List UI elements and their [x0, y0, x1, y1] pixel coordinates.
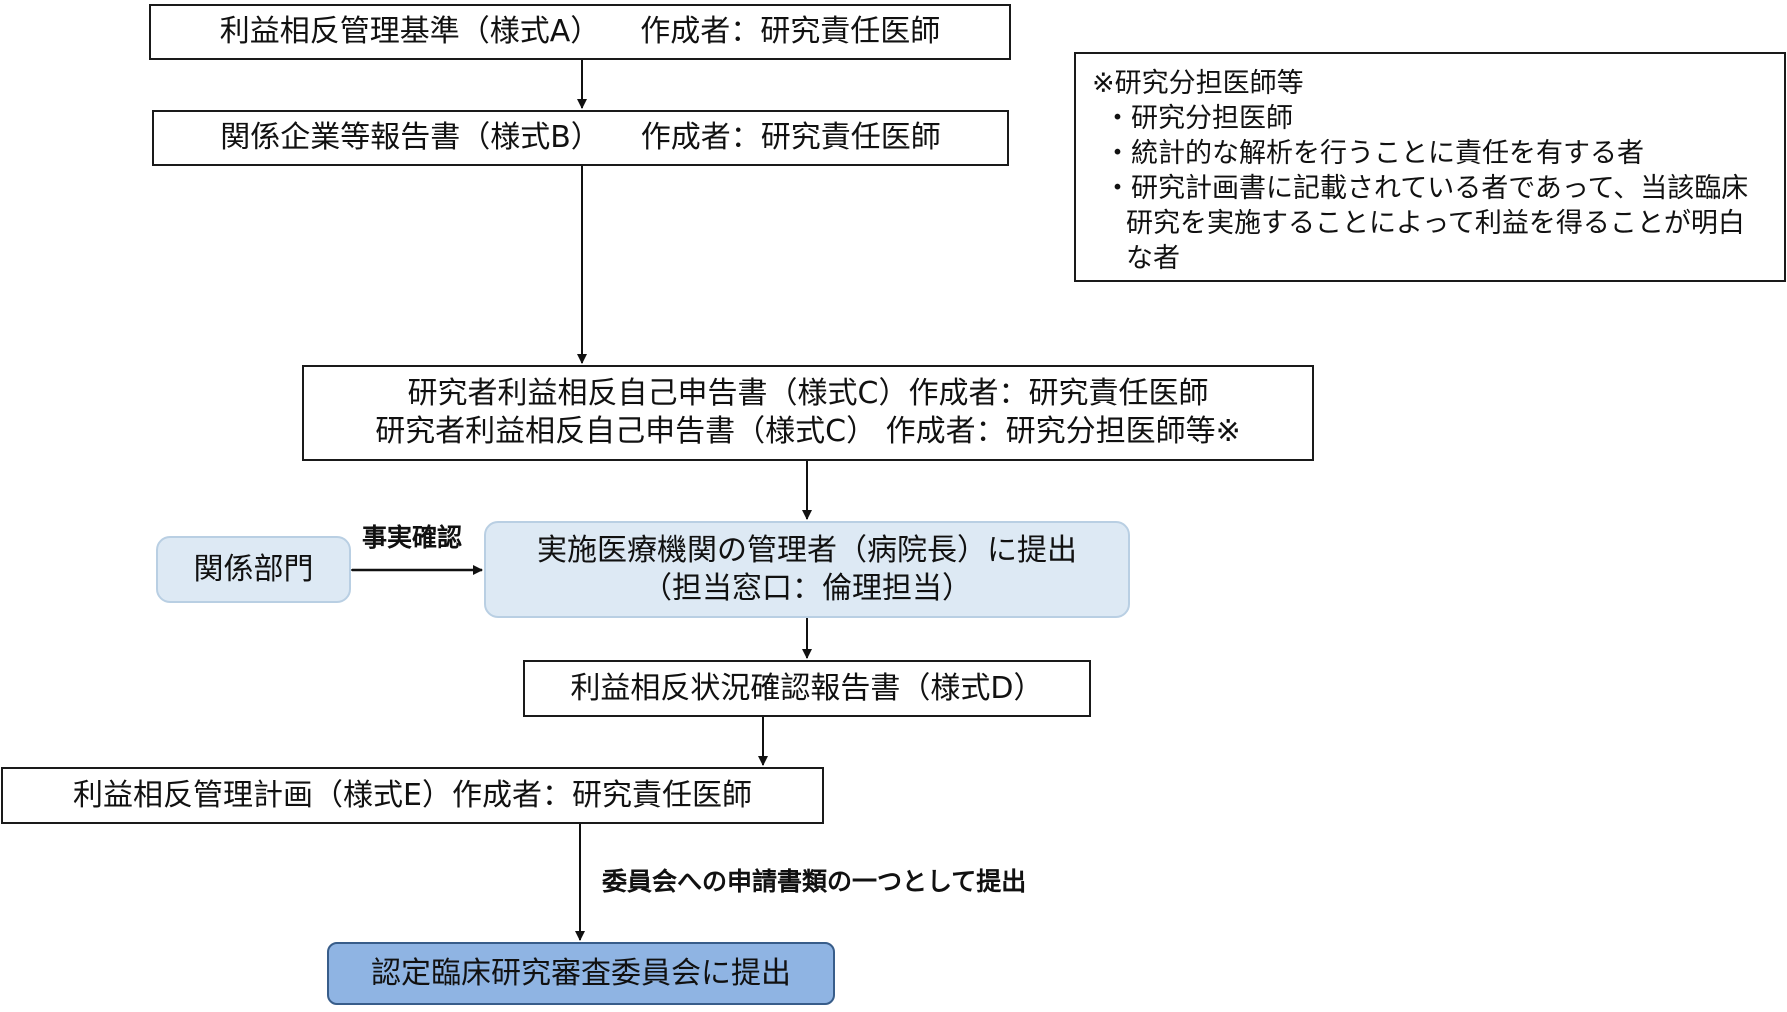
box-c-line-1: 研究者利益相反自己申告書（様式C）作成者：研究責任医師 [407, 376, 1209, 411]
committee-submission-label: 委員会への申請書類の一つとして提出 [602, 867, 1027, 896]
box-c-line-2: 研究者利益相反自己申告書（様式C） 作成者：研究分担医師等※ [375, 414, 1241, 449]
box-related-company-report: 関係企業等報告書（様式B） 作成者：研究責任医師 [152, 110, 1009, 166]
box-related-department: 関係部門 [156, 536, 351, 603]
note-item-3: ・研究計画書に記載されている者であって、当該臨床研究を実施することによって利益を… [1104, 173, 1749, 274]
box-coi-management-plan: 利益相反管理計画（様式E）作成者：研究責任医師 [1, 767, 824, 824]
box-submit-to-review-committee: 認定臨床研究審査委員会に提出 [327, 942, 835, 1005]
note-item-1: ・研究分担医師 [1104, 103, 1293, 134]
box-b-title: 関係企業等報告書（様式B） [220, 120, 601, 155]
box-b-author: 作成者：研究責任医師 [640, 120, 941, 155]
fact-check-label: 事実確認 [362, 523, 463, 552]
final-box-title: 認定臨床研究審査委員会に提出 [371, 955, 791, 991]
box-coi-status-report: 利益相反状況確認報告書（様式D） [523, 660, 1091, 717]
submit-box-line-2: （担当窓口：倫理担当） [642, 570, 972, 606]
box-a-author: 作成者：研究責任医師 [640, 14, 941, 49]
box-e-title: 利益相反管理計画（様式E）作成者：研究責任医師 [73, 777, 752, 813]
box-submit-to-hospital-director: 実施医療機関の管理者（病院長）に提出 （担当窓口：倫理担当） [484, 521, 1130, 618]
note-title: ※研究分担医師等 [1092, 68, 1304, 99]
note-item-2: ・統計的な解析を行うことに責任を有する者 [1104, 138, 1644, 169]
box-coi-management-criteria: 利益相反管理基準（様式A） 作成者：研究責任医師 [149, 4, 1011, 60]
box-d-title: 利益相反状況確認報告書（様式D） [570, 670, 1044, 706]
note-research-co-investigators: ※研究分担医師等 ・研究分担医師 ・統計的な解析を行うことに責任を有する者 ・研… [1074, 52, 1786, 282]
submit-box-line-1: 実施医療機関の管理者（病院長）に提出 [537, 532, 1077, 568]
box-a-title: 利益相反管理基準（様式A） [219, 14, 601, 49]
related-department-label: 関係部門 [193, 551, 314, 587]
box-researcher-self-declaration: 研究者利益相反自己申告書（様式C）作成者：研究責任医師 研究者利益相反自己申告書… [302, 365, 1314, 461]
